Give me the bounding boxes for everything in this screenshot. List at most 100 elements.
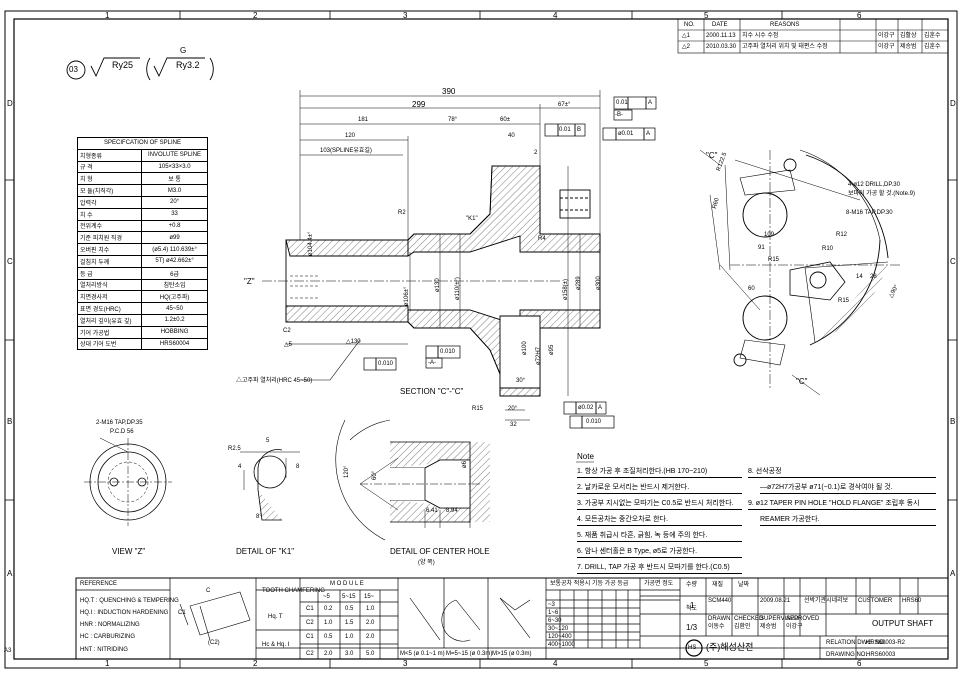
general-tol-range: 30~120 bbox=[548, 626, 569, 632]
tol-runout-2: 0.010 bbox=[440, 349, 456, 355]
tol-runout-3: 0.010 bbox=[586, 419, 602, 425]
general-tol-range: 6~30 bbox=[548, 618, 562, 624]
tooth-chamfer-c1: C1 bbox=[178, 610, 186, 616]
roughness-symbol bbox=[66, 57, 214, 81]
spline-value: ø99 bbox=[141, 231, 208, 245]
zone-bottom-3: 3 bbox=[403, 659, 408, 668]
radius-r2: R2 bbox=[398, 210, 406, 216]
note-item: 5. 재품 취급시 타흔, 긁힘, 녹 등에 주의 한다. bbox=[577, 530, 742, 542]
roughness-main: Ry25 bbox=[112, 60, 134, 70]
zone-right-B: B bbox=[950, 417, 956, 426]
dim-78: 78° bbox=[448, 117, 458, 123]
spline-value: 33 bbox=[141, 207, 208, 221]
tb-date: 2009.08.21 bbox=[760, 598, 791, 604]
tooth-cell: 1.0 bbox=[345, 634, 354, 640]
general-tol-title: 보통공차 적용시 기등 가공 등급 bbox=[550, 581, 629, 587]
zone-bottom-5: 5 bbox=[704, 659, 709, 668]
note-item: 8. 선삭공정 bbox=[748, 466, 936, 478]
roughness-g: G bbox=[180, 46, 187, 55]
center-hole-dia6: ø6 bbox=[462, 460, 468, 468]
zone-top-4: 4 bbox=[553, 11, 558, 20]
zone-right-D: D bbox=[950, 99, 956, 108]
zone-bottom-2: 2 bbox=[253, 659, 258, 668]
spline-value: HRS60004 bbox=[141, 337, 208, 351]
note-item: 1. 항상 가공 후 조질처리한다.(HB 170~210) bbox=[577, 466, 742, 478]
chamfer-bottom: M=5~15 (ø 0.3m) bbox=[446, 651, 493, 657]
flange-91: 91 bbox=[758, 245, 765, 251]
module-col: 15~ bbox=[364, 594, 375, 600]
k1-dim-5: 5 bbox=[266, 438, 270, 444]
rev-header-no: NO. bbox=[684, 22, 695, 28]
rev-row2-reason: 고주파 열처리 위치 및 태편스 수정 bbox=[742, 44, 828, 50]
tooth-cell: 1.5 bbox=[345, 620, 354, 626]
rev-row1-chk: 김활상 bbox=[900, 33, 917, 39]
spline-label: 걸침치 두께 bbox=[76, 254, 143, 268]
chamfer-c2: C2 bbox=[283, 328, 291, 334]
reference-item: HQ.T : QUENCHING & TEMPERING bbox=[80, 598, 179, 604]
flange-r15: R15 bbox=[768, 257, 780, 263]
diameter-100: ø100 bbox=[522, 341, 528, 355]
rev-row2-by: 이강구 bbox=[878, 44, 895, 50]
center-hole-120: 120° bbox=[344, 465, 350, 478]
roughness-paren: Ry3.2 bbox=[176, 60, 200, 70]
k1-dim-4: 4 bbox=[238, 464, 242, 470]
tol-position-ref: A bbox=[598, 405, 603, 411]
flange-view bbox=[699, 149, 900, 396]
tooth-chamfer-c: C bbox=[206, 588, 211, 594]
center-hole-sub: (양 쪽) bbox=[418, 560, 435, 566]
tb-label-scale: 척도 bbox=[686, 606, 698, 612]
rev-row1-date: 2000.11.13 bbox=[706, 33, 736, 39]
dim-2: 2 bbox=[534, 150, 538, 156]
tol-runout-1: 0.010 bbox=[378, 361, 394, 367]
tb-material: SCM440 bbox=[708, 598, 732, 604]
datum-a: -A- bbox=[428, 360, 436, 366]
rev-header-date: DATE bbox=[712, 22, 728, 28]
heat-treatment-note: △고주파 열처리(HRC 45~50) bbox=[236, 378, 313, 384]
note-item: 4. 모든공차는 중간오차로 한다. bbox=[577, 514, 742, 526]
spline-value: 6급 bbox=[141, 266, 208, 280]
spline-label: 치면경사저 bbox=[76, 290, 143, 304]
sheet-size: A3 bbox=[4, 648, 12, 654]
general-tol-range: 400~1000 bbox=[548, 642, 575, 648]
spline-label: 열처리 깊이(유효 깊) bbox=[76, 313, 143, 327]
tol-parallel-ref: A bbox=[648, 100, 653, 106]
note-item: 3. 가공부 지시없는 모따기는 C0.5로 반드시 처리한다. bbox=[577, 498, 742, 510]
tooth-cell: 0.2 bbox=[324, 606, 333, 612]
dim-130: △130 bbox=[346, 339, 361, 345]
flange-r10: R10 bbox=[822, 246, 834, 252]
tb-spec: 선박기관시네리보 bbox=[804, 598, 849, 604]
z-marker: "Z" bbox=[244, 277, 255, 286]
flange-28: 28 bbox=[870, 274, 877, 280]
rev-row2-date: 2010.03.30 bbox=[706, 44, 737, 50]
zone-left-C: C bbox=[7, 257, 13, 266]
dim-5: △5 bbox=[284, 342, 292, 348]
spline-value: 침탄소입 bbox=[141, 278, 208, 292]
spline-value: 5T) ø42.662±° bbox=[141, 254, 208, 268]
diameter-95: ø95 bbox=[549, 344, 555, 355]
tol-b: 0.01 bbox=[559, 127, 571, 133]
spline-label: 전위계수 bbox=[76, 219, 143, 233]
spline-value: 1.2±0.2 bbox=[141, 313, 208, 327]
flange-60: 60 bbox=[748, 286, 755, 292]
flange-tap-note: 8-M16 TAP,DP.30 bbox=[846, 210, 893, 216]
view-z-gear bbox=[84, 437, 172, 526]
tb-label-qty: 수량 bbox=[686, 582, 698, 588]
tooth-cell: C1 bbox=[306, 634, 314, 640]
rev-row1-app: 김훈수 bbox=[924, 33, 941, 39]
tb-supervised-label: SUPERVISED bbox=[760, 616, 799, 622]
general-tol-range: 1~6 bbox=[548, 610, 559, 616]
tol-b-ref: B bbox=[577, 127, 582, 133]
dim-390: 390 bbox=[442, 87, 456, 96]
dim-181: 181 bbox=[358, 117, 369, 123]
tol-concentric: ø0.01 bbox=[618, 131, 634, 137]
tb-drawn: 이동수 bbox=[708, 624, 725, 630]
tb-customer: CUSTOMER bbox=[858, 598, 893, 604]
center-hole-label: DETAIL OF CENTER HOLE bbox=[390, 547, 490, 556]
zone-top-6: 6 bbox=[857, 11, 862, 20]
note-item: REAMER 가공한다. bbox=[760, 514, 936, 526]
tb-checked-label: CHECKED bbox=[734, 616, 764, 622]
dim-103: 103(SPLINE유효길) bbox=[320, 148, 372, 154]
flange-drill-note-2: 보마이 가공 할 것.(Note.9) bbox=[848, 191, 915, 197]
spline-value: 105×33×3.0 bbox=[141, 160, 208, 174]
